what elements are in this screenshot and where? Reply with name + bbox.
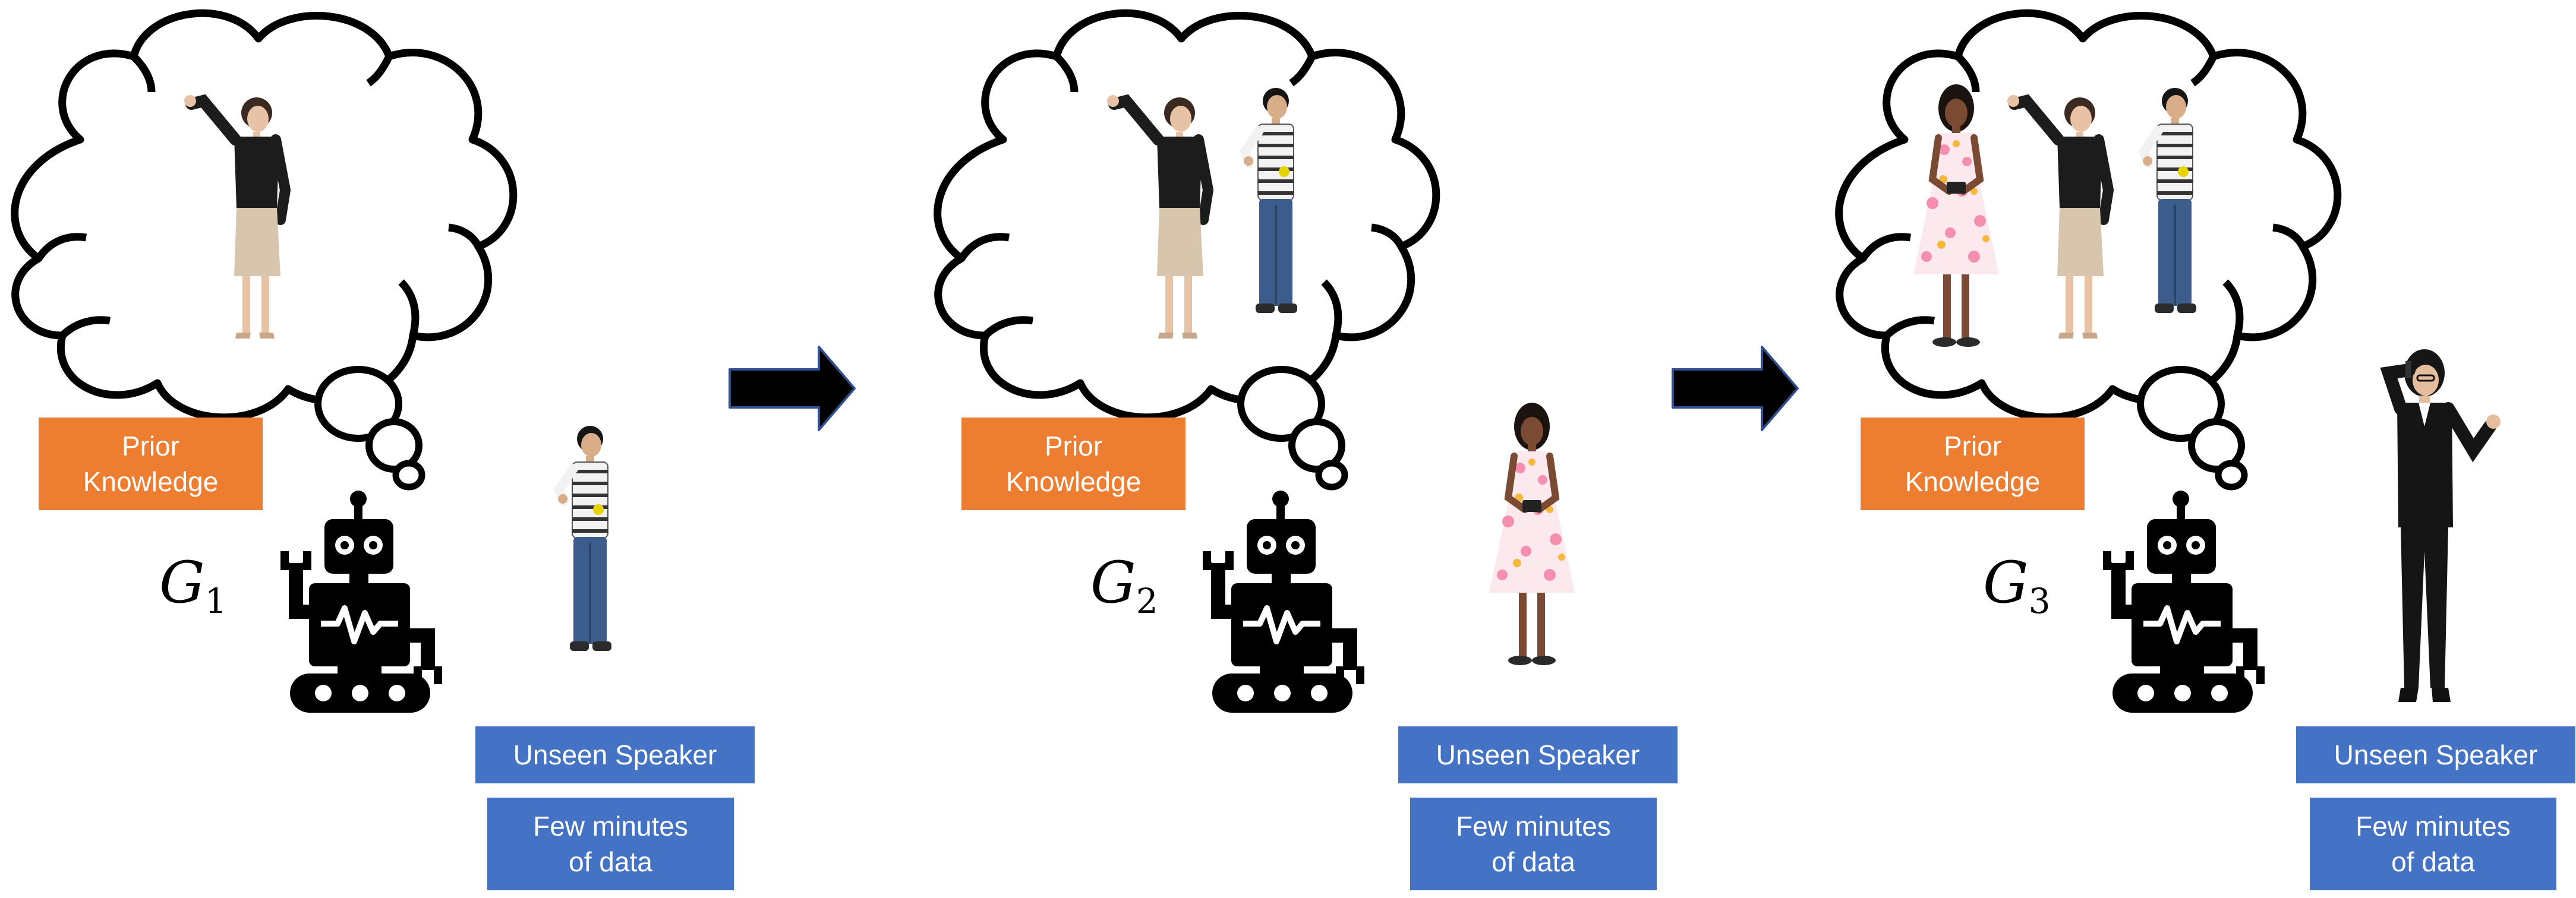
panel-2 — [938, 13, 1575, 713]
few-minutes-line-2: of data — [2391, 846, 2475, 877]
prior-knowledge-line-2: Knowledge — [83, 466, 219, 497]
prior-knowledge-line-1: Prior — [1943, 431, 2002, 461]
few-minutes-line-1: Few minutes — [2356, 811, 2511, 842]
speaker-boy-new — [558, 426, 611, 651]
generator-label: G2 — [1090, 549, 1158, 621]
prior-knowledge-box: Prior Knowledge — [1861, 418, 2085, 510]
prior-knowledge-line-1: Prior — [121, 431, 180, 461]
generator-label: G3 — [1983, 549, 2051, 621]
prior-knowledge-line-2: Knowledge — [1905, 466, 2041, 497]
prior-knowledge-line-2: Knowledge — [1005, 466, 1142, 497]
prior-knowledge-box: Prior Knowledge — [39, 418, 263, 510]
right-arrow-icon — [1672, 346, 1799, 431]
unseen-speaker-box: Unseen Speaker — [1398, 726, 1678, 783]
few-minutes-line-2: of data — [569, 846, 652, 877]
robot-icon — [1203, 491, 1364, 713]
few-minutes-box: Few minutes of data — [2310, 798, 2556, 890]
robot-icon — [2103, 491, 2265, 713]
unseen-speaker-box: Unseen Speaker — [2296, 726, 2575, 783]
speaker-girl-new — [1489, 403, 1575, 665]
thought-bubbles-icon — [2140, 369, 2244, 487]
panel-3 — [1839, 13, 2501, 713]
robot-icon — [280, 491, 442, 713]
few-minutes-line-1: Few minutes — [533, 811, 688, 842]
prior-knowledge-line-1: Prior — [1044, 431, 1103, 461]
unseen-speaker-label: Unseen Speaker — [1436, 739, 1640, 770]
prior-knowledge-box: Prior Knowledge — [961, 418, 1185, 510]
unseen-speaker-label: Unseen Speaker — [2334, 739, 2538, 770]
panel-1 — [15, 13, 611, 713]
thought-bubbles-icon — [318, 369, 422, 487]
speaker-woman-new — [2389, 349, 2501, 702]
few-minutes-line-1: Few minutes — [1456, 811, 1611, 842]
thought-bubbles-icon — [1241, 369, 1345, 487]
few-minutes-box: Few minutes of data — [1410, 798, 1657, 890]
right-arrow-icon — [729, 346, 856, 431]
unseen-speaker-label: Unseen Speaker — [513, 739, 717, 770]
generator-label: G1 — [159, 549, 227, 621]
few-minutes-box: Few minutes of data — [487, 798, 734, 890]
few-minutes-line-2: of data — [1492, 846, 1575, 877]
unseen-speaker-box: Unseen Speaker — [475, 726, 755, 783]
